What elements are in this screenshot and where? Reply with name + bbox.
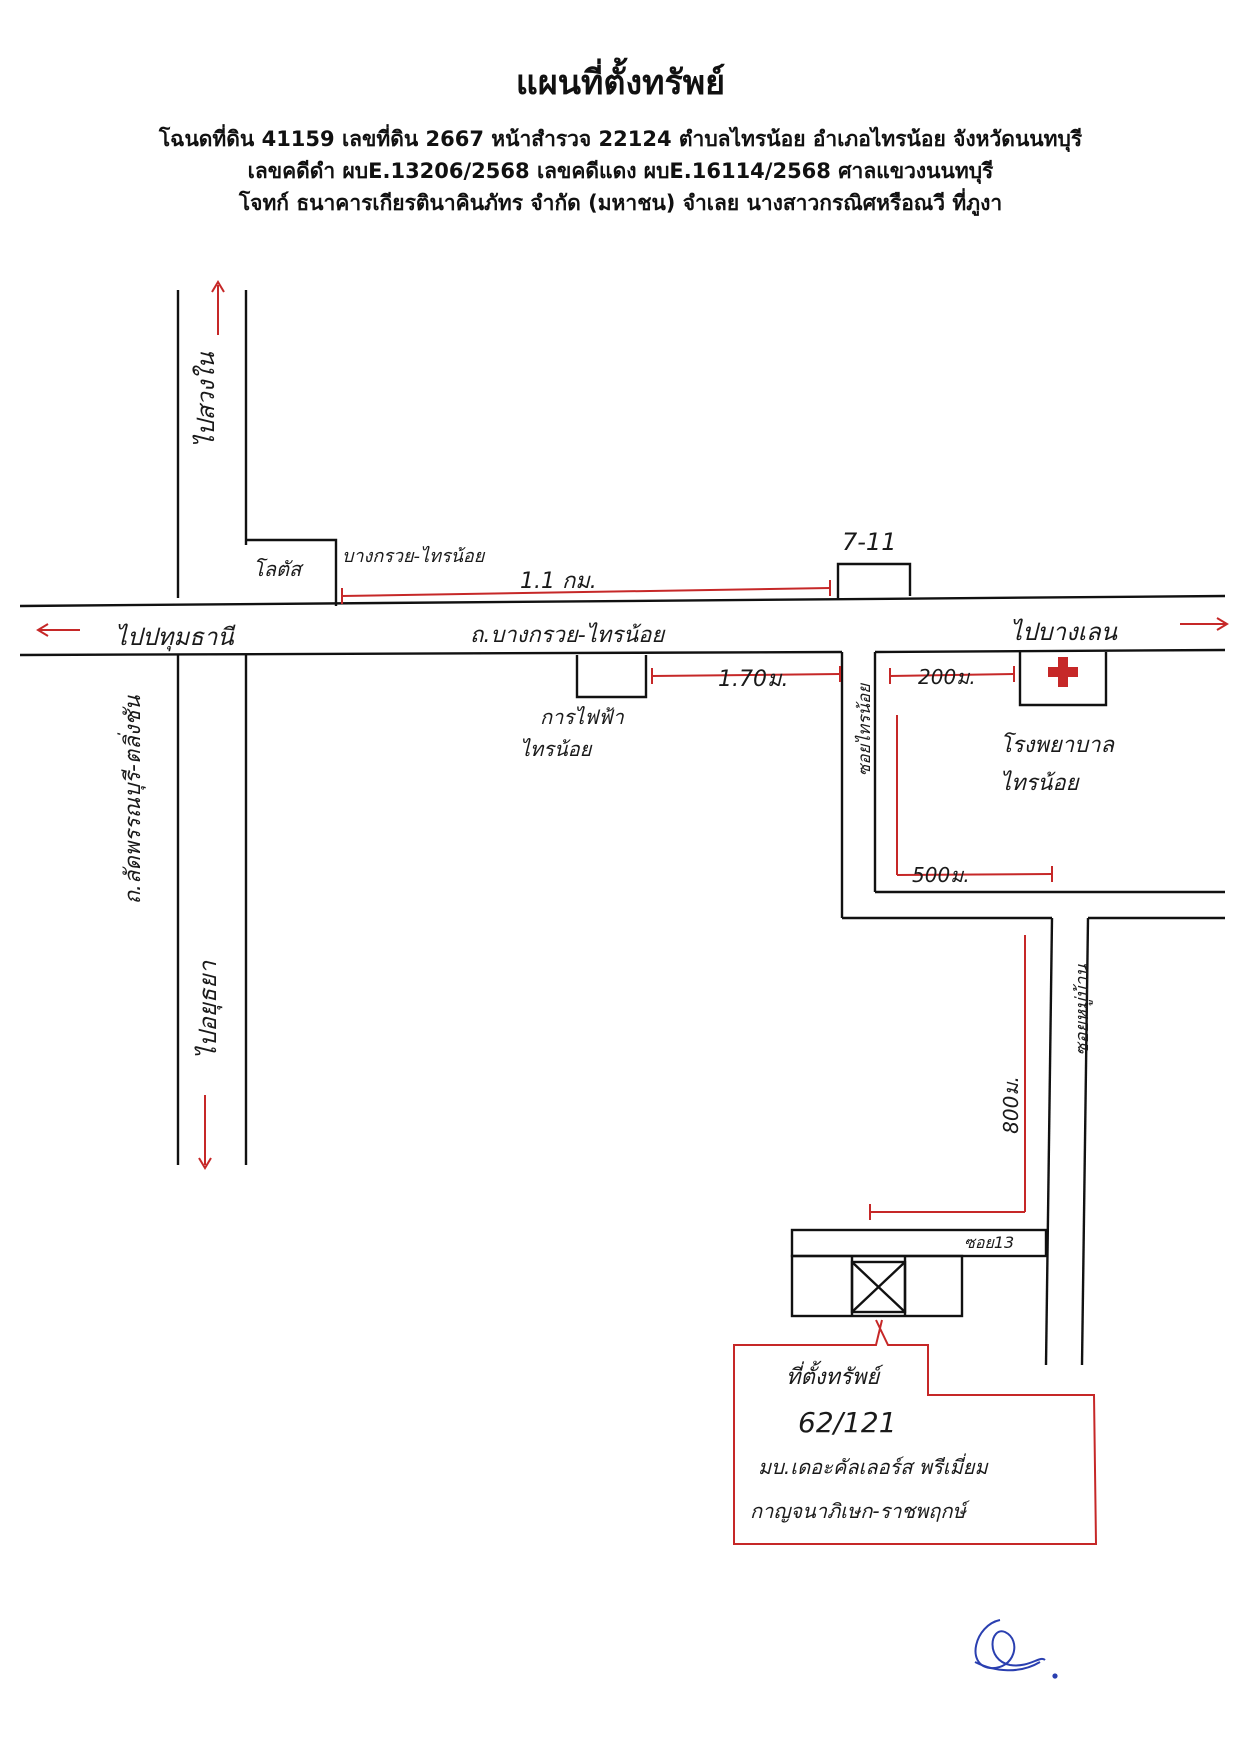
electric-office-label-2: ไทรน้อย	[520, 737, 593, 761]
property-village-label: มบ.เดอะคัลเลอร์ส พรีเมี่ยม	[758, 1453, 990, 1479]
property-title-label: ที่ตั้งทรัพย์	[786, 1360, 884, 1390]
distance-200m-hospital-label: 200ม.	[918, 665, 976, 689]
main-road-south-edge-east	[874, 648, 1226, 654]
vertical-road-label: ถ.ลัดพรรณบุรี-ตลิ่งชัน	[117, 695, 146, 905]
distance-line-800m	[869, 935, 1026, 1220]
property-callout	[733, 1319, 1098, 1545]
main-road-north-edge	[19, 594, 1226, 608]
lotus-sub-label: บางกรวย-ไทรน้อย	[342, 545, 486, 567]
property-row	[790, 1254, 964, 1318]
property-marker	[850, 1260, 907, 1314]
arrow-east-icon	[1180, 617, 1229, 631]
distance-line-500m	[896, 715, 1053, 882]
distance-170m-label: 1.70ม.	[718, 667, 788, 692]
distance-line-200m-hospital	[889, 666, 1015, 684]
distance-500m-label: 500ม.	[912, 863, 970, 887]
distance-1-1km-label: 1.1 กม.	[520, 569, 597, 594]
deed-info-line: โฉนดที่ดิน 41159 เลขที่ดิน 2667 หน้าสำรว…	[158, 127, 1083, 151]
alley-west-edge	[1044, 917, 1054, 1366]
to-west-label: ไปปทุมธานี	[115, 623, 236, 652]
property-number-label: 62/121	[798, 1406, 897, 1439]
seven-eleven-building	[836, 562, 912, 598]
case-number-line: เลขคดีดำ ผบE.13206/2568 เลขคดีแดง ผบE.16…	[247, 159, 994, 183]
signature	[974, 1619, 1058, 1679]
alley-name-label: ซอยหมู่บ้าน	[1072, 964, 1093, 1056]
seven-eleven-label: 7-11	[842, 528, 896, 556]
parties-line: โจทก์ ธนาคารเกียรตินาคินภัทร จำกัด (มหาช…	[238, 191, 1003, 215]
electric-office-building	[575, 655, 648, 699]
electric-office-label-1: การไฟฟ้า	[540, 705, 624, 729]
arrow-west-icon	[36, 623, 80, 637]
arrow-north-icon	[211, 280, 225, 335]
hospital-label-2: ไทรน้อย	[1000, 770, 1081, 796]
soi-name-label: ซอยไทรน้อย	[854, 683, 875, 776]
distance-800m-label: 800ม.	[999, 1076, 1023, 1134]
to-south-label: ไปอยุธยา	[194, 959, 223, 1058]
distance-line-170m	[651, 666, 841, 684]
lotus-label: โลตัส	[253, 557, 304, 581]
property-road-label: กาญจนาภิเษก-ราชพฤกษ์	[750, 1499, 970, 1523]
distance-line-1-1km	[341, 580, 831, 604]
to-east-label: ไปบางเลน	[1010, 618, 1118, 646]
document-header: แผนที่ตั้งทรัพย์ โฉนดที่ดิน 41159 เลขที่…	[0, 55, 1241, 219]
hospital-cross-icon	[1048, 657, 1078, 687]
alley-east-edge	[1080, 917, 1090, 1366]
main-road-label: ถ.บางกรวย-ไทรน้อย	[470, 622, 666, 648]
lotus-building	[246, 538, 338, 606]
to-north-label: ไปสวงใน	[192, 352, 220, 448]
arrow-south-icon	[198, 1095, 212, 1170]
hospital-label-1: โรงพยาบาล	[1000, 732, 1115, 758]
main-road-south-edge-west	[19, 650, 843, 657]
soi13-label: ซอย13	[964, 1233, 1014, 1252]
page-title: แผนที่ตั้งทรัพย์	[515, 63, 726, 103]
hospital-building	[1018, 652, 1108, 707]
